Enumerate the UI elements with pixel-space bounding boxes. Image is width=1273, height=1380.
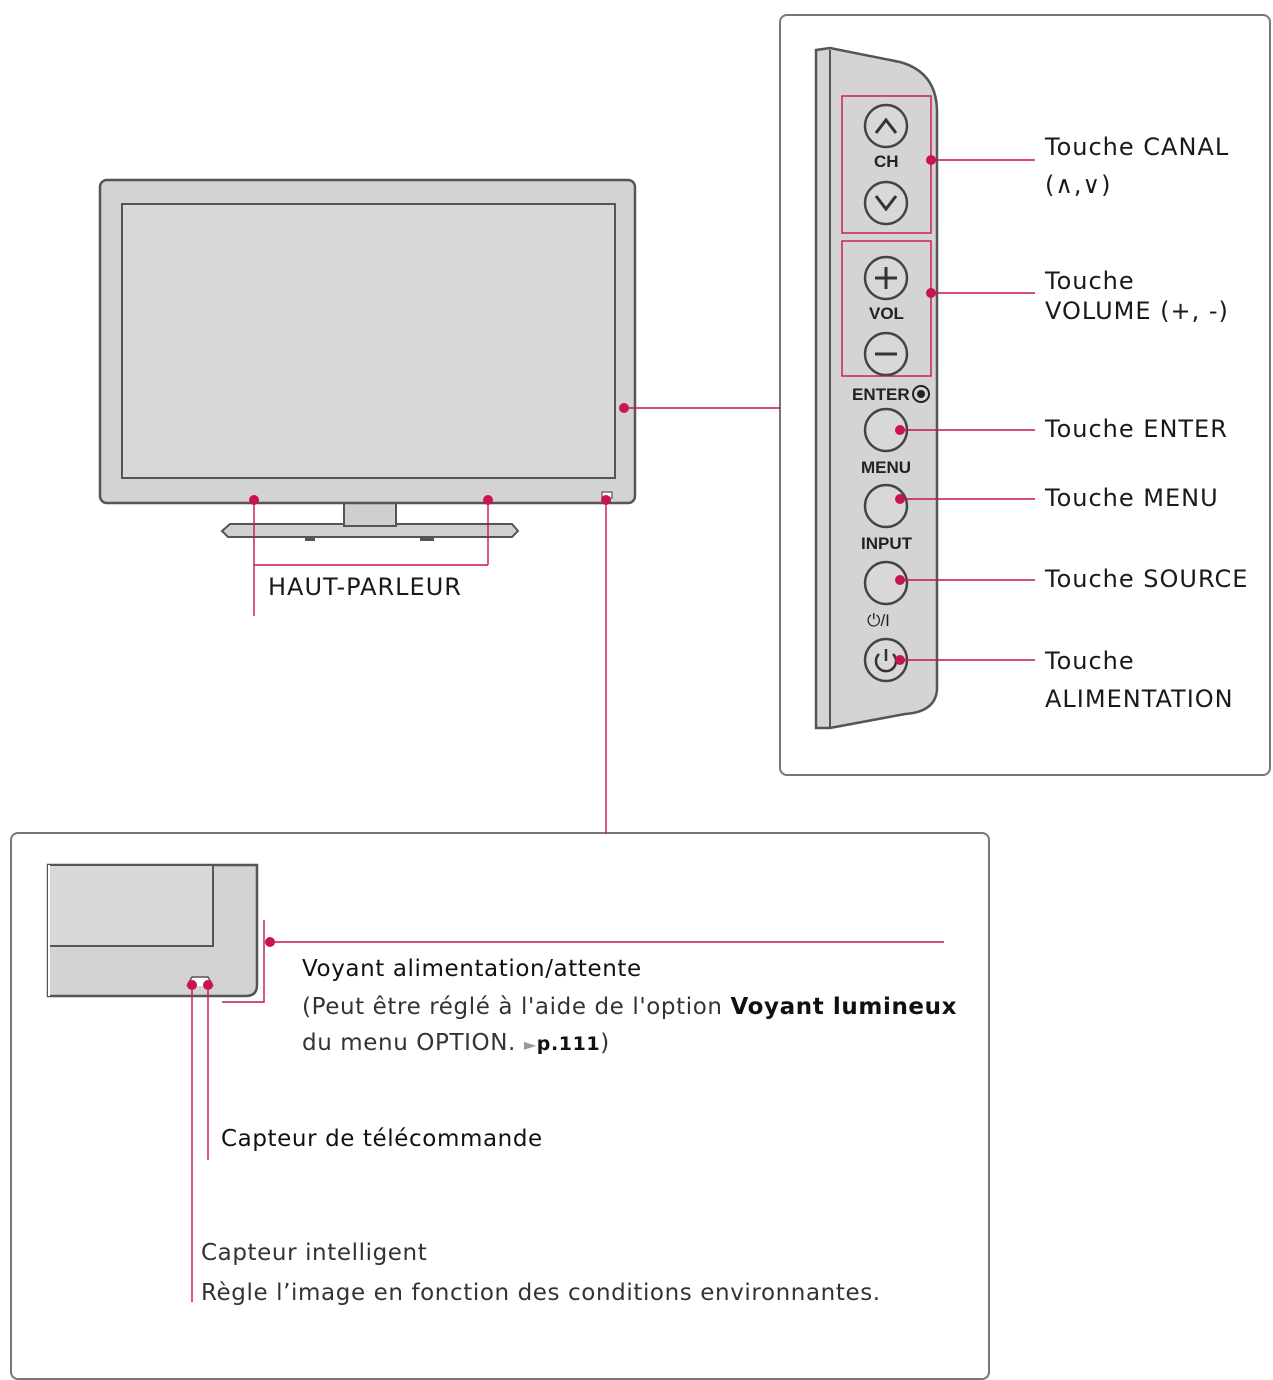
side-buttons-dot [619,403,629,413]
ch-up-button [863,103,909,149]
enter-dot [895,425,905,435]
enter-caption: ENTER [852,385,910,404]
speaker-callout [253,500,489,616]
speaker-right-dot [483,495,493,505]
smart-sensor-title: Capteur intelligent [201,1240,428,1266]
vol-caption: VOL [869,304,904,323]
standby-dot [265,937,275,947]
canal-label: Touche CANAL (∧,∨) [1045,133,1230,199]
vol-up-button [863,255,909,301]
remote-sensor-dot [203,980,213,990]
vol-dot [926,288,936,298]
input-dot [895,575,905,585]
side-callout-lines [900,159,1035,661]
tv-front [98,178,637,541]
indicator-dot [601,495,611,505]
power-dot [895,655,905,665]
input-caption: INPUT [861,534,912,553]
tv-corner-detail [46,863,259,998]
ch-dot [926,155,936,165]
vol-down-button [863,331,909,377]
side-control-strip [814,46,939,730]
power-caption: ⏻/I [867,611,890,630]
remote-sensor-label: Capteur de télécommande [221,1126,543,1152]
speaker-label: HAUT-PARLEUR [268,573,462,601]
smart-sensor-dot [187,980,197,990]
standby-title: Voyant alimentation/attente [302,956,642,982]
source-label: Touche SOURCE [1045,565,1249,593]
standby-note: (Peut être réglé à l'aide de l'option Vo… [302,994,958,1020]
ch-down-button [863,180,909,226]
smart-sensor-desc: Règle l’image en fonction des conditions… [201,1280,881,1306]
standby-note-line2: du menu OPTION. ►p.111) [302,1030,610,1056]
enter-marker-icon [912,385,930,403]
volume-label: Touche VOLUME (+, -) [1045,267,1229,325]
ch-caption: CH [874,152,899,171]
page-ref: p.111 [536,1033,601,1055]
menu-button [863,483,909,529]
page-ref-arrow-icon: ► [523,1035,537,1054]
menu-dot [895,494,905,504]
enter-label: Touche ENTER [1045,415,1228,443]
input-button [863,560,909,606]
power-label: Touche ALIMENTATION [1045,647,1234,713]
menu-caption: MENU [861,458,912,477]
speaker-left-dot [249,495,259,505]
menu-label: Touche MENU [1045,484,1219,512]
